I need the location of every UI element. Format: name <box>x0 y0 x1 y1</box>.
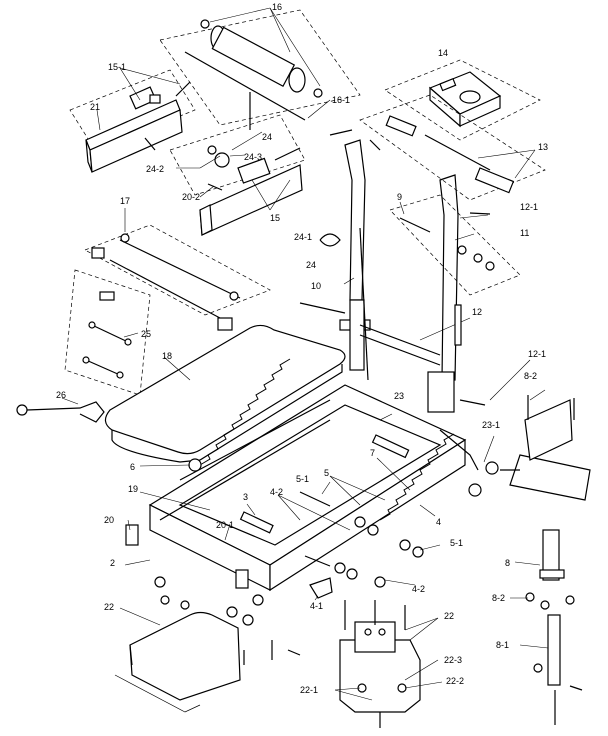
label-8: 8 <box>505 558 510 568</box>
label-23-1: 23-1 <box>482 420 500 430</box>
label-20-1: 20-1 <box>216 520 234 530</box>
label-9: 9 <box>397 192 402 202</box>
label-22b: 22 <box>444 611 454 621</box>
label-8-1: 8-1 <box>496 640 509 650</box>
label-16: 16 <box>272 2 282 12</box>
label-5-1a: 5-1 <box>296 474 309 484</box>
tool-set <box>64 269 151 396</box>
label-24: 24 <box>262 132 272 142</box>
label-12-1a: 12-1 <box>520 202 538 212</box>
label-22a: 22 <box>104 602 114 612</box>
label-24-1: 24-1 <box>294 232 312 242</box>
label-2: 2 <box>110 558 115 568</box>
label-5: 5 <box>324 468 329 478</box>
roller-assembly <box>159 7 361 130</box>
label-15: 15 <box>270 213 280 223</box>
label-4-2b: 4-2 <box>412 584 425 594</box>
label-20-2: 20-2 <box>182 192 200 202</box>
label-14: 14 <box>438 48 448 58</box>
label-19: 19 <box>128 484 138 494</box>
label-24-2: 24-2 <box>146 164 164 174</box>
label-4: 4 <box>436 517 441 527</box>
label-16-1: 16-1 <box>332 95 350 105</box>
label-24-3: 24-3 <box>244 152 262 162</box>
label-18: 18 <box>162 351 172 361</box>
label-8-2a: 8-2 <box>524 371 537 381</box>
label-17: 17 <box>120 196 130 206</box>
control-console <box>359 59 546 201</box>
callout-labels: 16 15-1 16-1 21 24 24-2 24-3 14 13 20-2 … <box>56 2 548 695</box>
frame-hardware <box>299 491 441 601</box>
label-10: 10 <box>311 281 321 291</box>
rail-assembly <box>69 67 196 173</box>
label-20: 20 <box>104 515 114 525</box>
label-8-2b: 8-2 <box>492 593 505 603</box>
label-6: 6 <box>130 462 135 472</box>
main-frame <box>124 358 499 592</box>
label-5-1b: 5-1 <box>450 538 463 548</box>
label-12-1b: 12-1 <box>528 349 546 359</box>
label-4-1: 4-1 <box>310 601 323 611</box>
bracket-assembly <box>169 114 306 236</box>
mount-plate <box>334 600 443 728</box>
label-15-1: 15-1 <box>108 62 126 72</box>
leveler-assembly <box>500 389 591 725</box>
rod-set <box>84 208 271 331</box>
label-22-1: 22-1 <box>300 685 318 695</box>
label-23: 23 <box>394 391 404 401</box>
safety-key <box>16 397 105 423</box>
label-4-2a: 4-2 <box>270 487 283 497</box>
uprights <box>299 129 491 413</box>
label-22-3: 22-3 <box>444 655 462 665</box>
motor-cover <box>114 576 301 713</box>
label-22-2: 22-2 <box>446 676 464 686</box>
label-12: 12 <box>472 307 482 317</box>
label-24b: 24 <box>306 260 316 270</box>
label-11: 11 <box>520 228 529 238</box>
label-13: 13 <box>538 142 548 152</box>
bolt-set <box>389 194 531 406</box>
label-3: 3 <box>243 492 248 502</box>
label-25: 25 <box>141 329 151 339</box>
label-21: 21 <box>90 102 100 112</box>
label-26: 26 <box>56 390 66 400</box>
label-7: 7 <box>370 448 375 458</box>
